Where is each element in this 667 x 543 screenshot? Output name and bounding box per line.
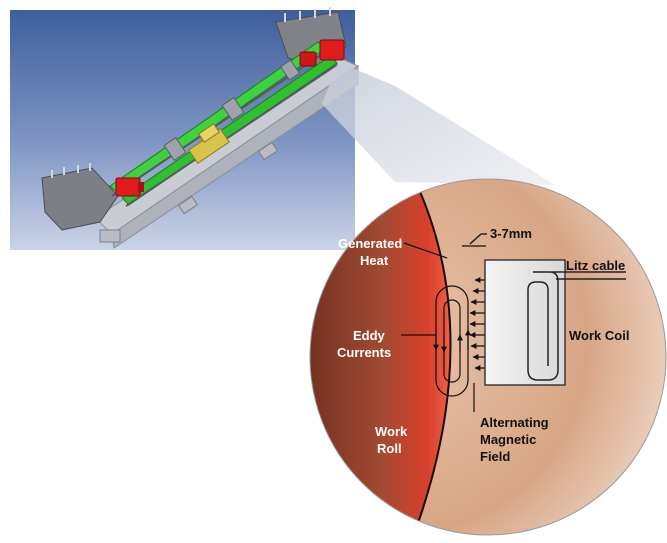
render-panel [10, 7, 360, 250]
label-gap: 3-7mm [490, 226, 532, 241]
zoom-cone [322, 62, 555, 185]
coil-conductor [527, 271, 559, 381]
litz-cable [552, 271, 626, 280]
label-work-coil: Work Coil [569, 328, 629, 343]
bolts [51, 7, 331, 178]
yellow-actuator [188, 123, 230, 164]
label-eddy-currents: Eddy Currents [337, 328, 391, 360]
roll-edge [409, 179, 452, 535]
detail-circle-outline [309, 178, 667, 536]
detail-view: Generated Heat Eddy Currents Work Roll 3… [309, 178, 667, 536]
eddy-current-loops [433, 285, 471, 397]
left-end-plate [41, 167, 119, 231]
leader-lines [401, 242, 475, 412]
feet [99, 141, 279, 243]
gap-indicator [462, 233, 487, 247]
motor-left [115, 177, 144, 197]
motor-right [299, 39, 345, 67]
label-generated-heat: Generated Heat [338, 236, 406, 268]
beam-green-lower [121, 55, 338, 206]
label-work-roll: Work Roll [375, 424, 411, 456]
label-litz-cable: Litz cable [566, 258, 625, 273]
label-magnetic-field: Alternating Magnetic Field [480, 415, 552, 464]
beam-brackets [163, 59, 301, 162]
work-coil-box [484, 259, 566, 386]
